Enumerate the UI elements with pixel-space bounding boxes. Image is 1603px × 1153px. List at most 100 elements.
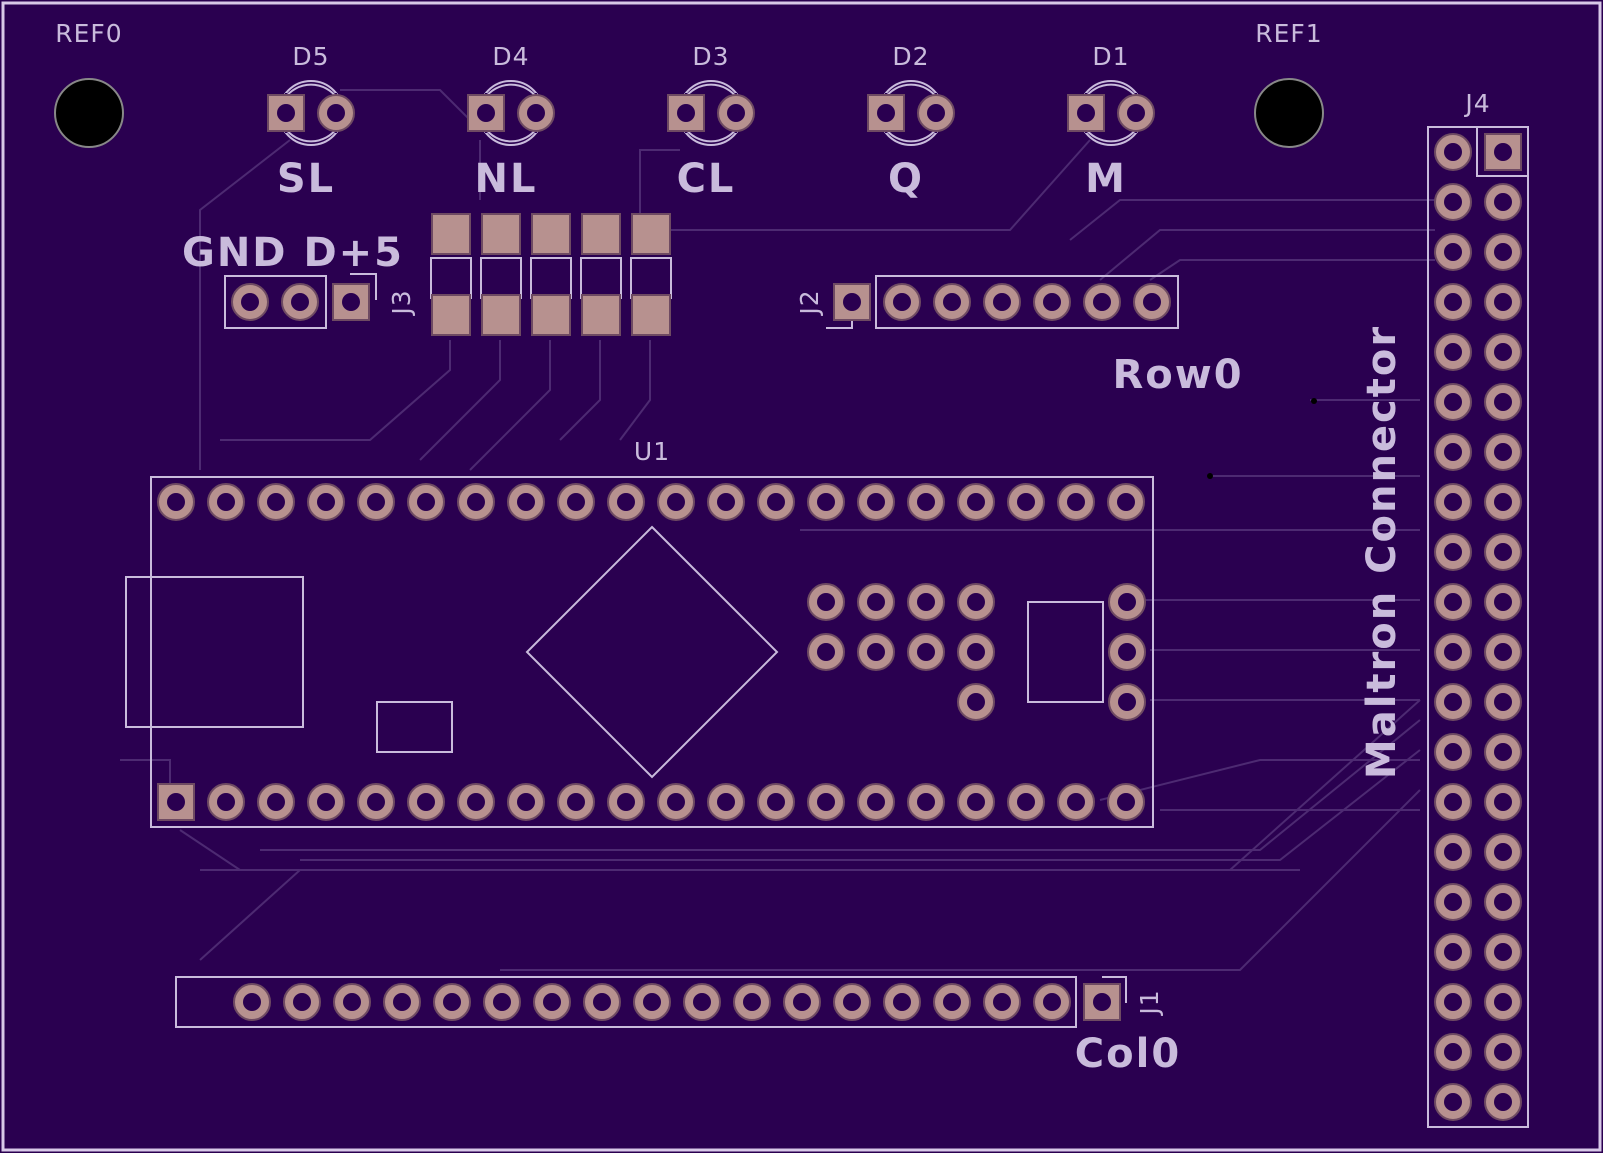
j4-pin (1434, 883, 1472, 921)
j4-pin (1484, 633, 1522, 671)
header-j1: J1 Col0 (175, 976, 1181, 1077)
u1-pin (307, 783, 345, 821)
header-j2: J2 (795, 275, 1179, 329)
j1-ref: J1 (1135, 989, 1164, 1016)
j4-pin (1434, 1033, 1472, 1071)
led-pad-cathode (1067, 94, 1105, 132)
j4-pin (1434, 783, 1472, 821)
led-ref: D2 (892, 42, 929, 71)
j4-pin (1434, 583, 1472, 621)
u1-pin (157, 783, 195, 821)
u1-aux-pin (857, 633, 895, 671)
u1-aux-pin (957, 633, 995, 671)
j4-pin (1484, 383, 1522, 421)
u1-pin (257, 483, 295, 521)
j4-pin (1484, 933, 1522, 971)
j1-pin (733, 983, 771, 1021)
j2-pin (833, 283, 871, 321)
led-pad-anode (717, 94, 755, 132)
j4-pin (1434, 183, 1472, 221)
u1-pin (1107, 483, 1145, 521)
j2-pin (1133, 283, 1171, 321)
u1-pin (707, 783, 745, 821)
led-pad-anode (517, 94, 555, 132)
led-pad-anode (917, 94, 955, 132)
j3-pin-labels: GND D+5 (182, 230, 404, 276)
via (1311, 398, 1317, 404)
u1-pin (557, 483, 595, 521)
u1-pin (1057, 783, 1095, 821)
j4-pin (1434, 833, 1472, 871)
u1-aux-pin (807, 583, 845, 621)
j1-pin (983, 983, 1021, 1021)
smd-resistor (480, 213, 522, 336)
u1-pin (707, 483, 745, 521)
smd-resistor (430, 213, 472, 336)
u1-aux-pin (1108, 633, 1146, 671)
u1-pin (1007, 783, 1045, 821)
j3-ref: J3 (387, 289, 416, 316)
j1-pin (483, 983, 521, 1021)
j3-pin (281, 283, 319, 321)
j4-pin (1484, 533, 1522, 571)
led-label: M (1085, 156, 1127, 202)
j4-pin (1434, 233, 1472, 271)
u1-pin (957, 483, 995, 521)
j1-pin (383, 983, 421, 1021)
u1-aux-pin (857, 583, 895, 621)
j4-pin (1484, 783, 1522, 821)
header-j3: GND D+5 J3 (182, 230, 416, 329)
resistor-array (430, 213, 672, 336)
led-pad-cathode (267, 94, 305, 132)
u1-pin (657, 783, 695, 821)
u1-aux-pin (807, 633, 845, 671)
j2-pin (933, 283, 971, 321)
u1-microcontroller: U1 (125, 437, 1154, 828)
u1-pin (507, 483, 545, 521)
led-label: CL (677, 156, 736, 202)
j1-pin (233, 983, 271, 1021)
led-label: SL (277, 156, 335, 202)
j2-pin (1033, 283, 1071, 321)
j4-pin (1484, 983, 1522, 1021)
j1-pin (633, 983, 671, 1021)
u1-aux-pin (957, 683, 995, 721)
j1-pin (933, 983, 971, 1021)
j1-label: Col0 (1075, 1031, 1181, 1077)
u1-aux-pin (907, 633, 945, 671)
j4-pin (1434, 683, 1472, 721)
u1-ref: U1 (634, 437, 670, 466)
led-pad-cathode (467, 94, 505, 132)
j1-pin (683, 983, 721, 1021)
j4-pin (1484, 483, 1522, 521)
mounting-hole-ref1: REF1 (1254, 19, 1324, 148)
j4-pin (1434, 633, 1472, 671)
led-label: NL (475, 156, 538, 202)
j4-label: Maltron Connector (1359, 325, 1405, 779)
j4-pin (1434, 133, 1472, 171)
u1-pin (407, 783, 445, 821)
j4-pin (1484, 1033, 1522, 1071)
j4-pin (1434, 933, 1472, 971)
u1-pin (657, 483, 695, 521)
j4-pin (1434, 283, 1472, 321)
u1-pin (207, 483, 245, 521)
u1-pin (1057, 483, 1095, 521)
j4-pin (1434, 983, 1472, 1021)
j3-pin (332, 283, 370, 321)
j4-pin (1484, 733, 1522, 771)
u1-pin (357, 783, 395, 821)
j4-pin (1484, 133, 1522, 171)
u1-pin (1107, 783, 1145, 821)
row-label: Row0 (1112, 352, 1243, 398)
led-d1: D1M (1067, 42, 1155, 202)
j2-ref: J2 (795, 289, 824, 316)
u1-pin (257, 783, 295, 821)
copper-traces (120, 89, 1435, 971)
u1-pin (557, 783, 595, 821)
u1-pin (407, 483, 445, 521)
j1-pin (833, 983, 871, 1021)
j3-pin (231, 283, 269, 321)
